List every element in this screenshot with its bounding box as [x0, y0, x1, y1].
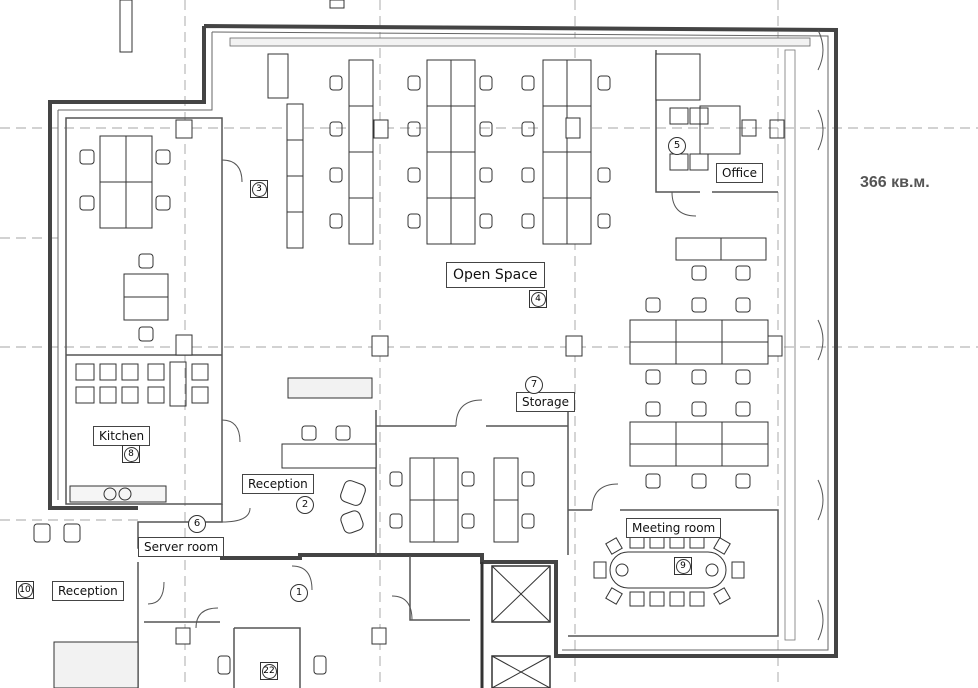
column [371, 627, 387, 645]
column [267, 53, 289, 99]
window-strip-right [784, 49, 796, 641]
door-arc [221, 507, 251, 523]
marker-2: 2 [296, 496, 314, 514]
marker-4: 4 [529, 290, 547, 308]
marker-9: 9 [674, 557, 692, 575]
marker-8: 8 [122, 445, 140, 463]
column [329, 0, 345, 9]
lobby-reception-label: Reception [52, 581, 124, 601]
storage-wall [375, 398, 569, 555]
chairs-open-space [329, 75, 611, 229]
door-arc [455, 399, 483, 427]
marker-4-text: 4 [530, 292, 546, 307]
marker-1: 1 [290, 584, 308, 602]
area-label: 366 кв.м. [860, 174, 930, 191]
door-arc [671, 191, 697, 217]
desks-middle [409, 457, 519, 543]
outer-wall [48, 24, 838, 658]
open-space-label: Open Space [446, 262, 545, 288]
marker-22: 22 [260, 662, 278, 680]
inner-wall-line [58, 32, 213, 111]
meeting-room-wall [568, 509, 779, 637]
column [655, 53, 701, 101]
chairs-middle [389, 471, 535, 529]
server-room-label: Server room [138, 537, 225, 557]
column [175, 334, 193, 356]
marker-6: 6 [188, 515, 206, 533]
door-arc [221, 159, 243, 183]
reception-desk [281, 425, 377, 534]
marker-10: 10 [16, 581, 34, 599]
column [565, 335, 583, 357]
lobby-walls [137, 556, 470, 688]
window-curtain [817, 29, 824, 641]
kitchen-furniture [69, 361, 209, 503]
lobby-chairs [33, 523, 327, 688]
marker-8-text: 8 [123, 447, 139, 462]
desks-open-space [348, 59, 592, 245]
reception-label: Reception [242, 474, 314, 494]
kitchen-label: Kitchen [93, 426, 151, 446]
chairs-right [645, 265, 751, 489]
door-arc [221, 419, 241, 443]
column [119, 0, 133, 53]
window-strip [229, 37, 811, 47]
inner-wall-line [211, 31, 829, 651]
desks-right [629, 237, 783, 467]
marker-5: 5 [668, 137, 686, 155]
column [371, 335, 389, 357]
storage-label: Storage [516, 392, 575, 412]
desks-left [99, 135, 169, 321]
marker-3-text: 3 [251, 182, 267, 197]
door-arc [591, 483, 619, 511]
radiator [287, 377, 373, 399]
chairs-left [79, 149, 171, 342]
office-label: Office [716, 163, 764, 183]
meeting-room-label: Meeting room [626, 518, 722, 538]
meeting-furniture [593, 533, 745, 607]
column [175, 627, 191, 645]
column [175, 119, 193, 139]
cabinet-divisions [287, 139, 303, 213]
kitchen-room-wall [65, 117, 223, 505]
marker-22-text: 22 [261, 664, 277, 679]
marker-9-text: 9 [675, 559, 691, 574]
marker-7: 7 [525, 376, 543, 394]
marker-10-text: 10 [17, 583, 33, 598]
elevator-shafts [480, 562, 551, 688]
marker-3: 3 [250, 180, 268, 198]
office-furniture [669, 105, 785, 171]
